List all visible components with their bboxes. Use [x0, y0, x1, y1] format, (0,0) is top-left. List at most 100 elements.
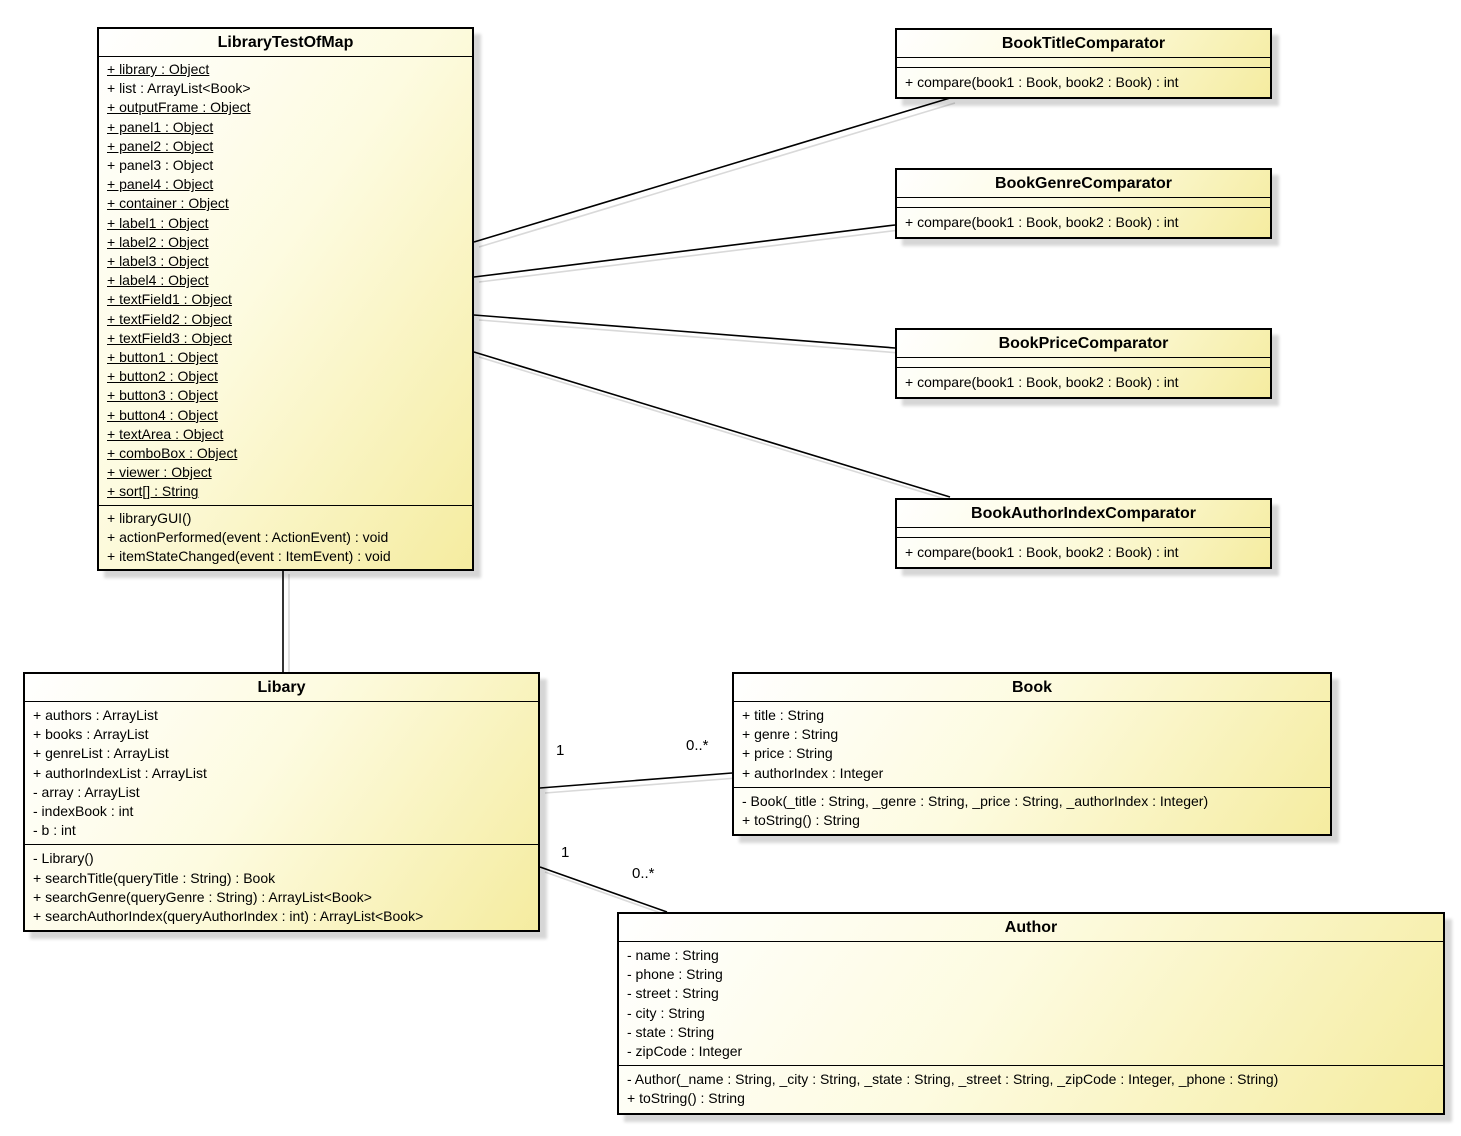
attribute-row: + textArea : Object — [107, 425, 224, 442]
attributes-compartment: + authors : ArrayList + books : ArrayLis… — [25, 702, 538, 846]
methods-compartment: - Library() + searchTitle(queryTitle : S… — [25, 845, 538, 930]
attribute-row: + container : Object — [107, 195, 229, 212]
attribute-row: - street : String — [627, 985, 719, 1002]
class-title: Author — [619, 914, 1443, 942]
method-row: + compare(book1 : Book, book2 : Book) : … — [905, 544, 1179, 560]
association-shadow — [544, 871, 673, 918]
attributes-compartment: + library : Object + list : ArrayList<Bo… — [99, 57, 472, 506]
attribute-row: - phone : String — [627, 966, 723, 983]
association-libary-book[interactable] — [539, 772, 733, 789]
attribute-row: + button2 : Object — [107, 368, 218, 385]
methods-compartment: + compare(book1 : Book, book2 : Book) : … — [897, 68, 1270, 97]
association-librarytestofmap-booktitlecomparator[interactable] — [473, 97, 951, 243]
attribute-row: + viewer : Object — [107, 464, 212, 481]
method-row: - Library() — [33, 850, 94, 867]
attribute-row: + genreList : ArrayList — [33, 745, 169, 762]
class-title: BookPriceComparator — [897, 330, 1270, 358]
multiplicity-label-libary-book-target: 0..* — [686, 737, 709, 754]
association-shadow — [544, 777, 738, 794]
attribute-row: + label4 : Object — [107, 272, 209, 289]
attribute-row: + panel1 : Object — [107, 118, 214, 135]
attribute-row: + price : String — [742, 745, 833, 762]
association-shadow — [478, 102, 956, 248]
method-row: - Book(_title : String, _genre : String,… — [742, 792, 1209, 809]
attribute-row: + panel3 : Object — [107, 157, 214, 174]
association-libary-author[interactable] — [539, 866, 668, 913]
methods-compartment: - Book(_title : String, _genre : String,… — [734, 788, 1330, 834]
class-title: Libary — [25, 674, 538, 702]
attributes-compartment — [897, 528, 1270, 538]
attribute-row: + panel4 : Object — [107, 176, 214, 193]
method-row: + searchTitle(queryTitle : String) : Boo… — [33, 869, 276, 886]
attribute-row: - city : String — [627, 1004, 705, 1021]
attribute-row: - array : ArrayList — [33, 783, 140, 800]
method-row: + compare(book1 : Book, book2 : Book) : … — [905, 74, 1179, 90]
class-title: BookAuthorIndexComparator — [897, 500, 1270, 528]
attributes-compartment — [897, 198, 1270, 208]
class-title: LibraryTestOfMap — [99, 29, 472, 57]
attribute-row: + panel2 : Object — [107, 137, 214, 154]
attribute-row: + books : ArrayList — [33, 726, 149, 743]
methods-compartment: + compare(book1 : Book, book2 : Book) : … — [897, 368, 1270, 397]
association-librarytestofmap-bookpricecomparator[interactable] — [473, 314, 896, 349]
association-librarytestofmap-bookgenrecomparator[interactable] — [473, 224, 896, 278]
class-title: BookGenreComparator — [897, 170, 1270, 198]
attribute-row: + list : ArrayList<Book> — [107, 80, 251, 97]
association-librarytestofmap-bookauthorindexcomparator[interactable] — [473, 351, 951, 498]
method-row: + toString() : String — [627, 1090, 745, 1107]
class-box-bookgenrecomparator[interactable]: BookGenreComparator + compare(book1 : Bo… — [895, 168, 1272, 240]
class-box-libary[interactable]: Libary + authors : ArrayList + books : A… — [23, 672, 540, 933]
attribute-row: + sort[] : String — [107, 483, 199, 500]
attribute-row: - name : String — [627, 947, 719, 963]
class-title: BookTitleComparator — [897, 30, 1270, 58]
association-shadow — [478, 229, 901, 283]
method-row: + compare(book1 : Book, book2 : Book) : … — [905, 374, 1179, 390]
attribute-row: - indexBook : int — [33, 803, 134, 820]
attribute-row: + authorIndexList : ArrayList — [33, 764, 207, 781]
class-box-booktitlecomparator[interactable]: BookTitleComparator + compare(book1 : Bo… — [895, 28, 1272, 100]
association-shadow — [478, 356, 956, 503]
method-row: - Author(_name : String, _city : String,… — [627, 1071, 1279, 1088]
attributes-compartment: - name : String - phone : String - stree… — [619, 942, 1443, 1067]
attributes-compartment: + title : String + genre : String + pric… — [734, 702, 1330, 788]
method-row: + libraryGUI() — [107, 509, 192, 526]
attribute-row: + textField2 : Object — [107, 310, 232, 327]
attribute-row: + library : Object — [107, 61, 210, 77]
attributes-compartment — [897, 358, 1270, 368]
class-box-bookpricecomparator[interactable]: BookPriceComparator + compare(book1 : Bo… — [895, 328, 1272, 400]
method-row: + itemStateChanged(event : ItemEvent) : … — [107, 548, 391, 565]
attribute-row: + label1 : Object — [107, 214, 209, 231]
attribute-row: + textField1 : Object — [107, 291, 232, 308]
multiplicity-label-libary-book-source: 1 — [556, 742, 565, 759]
method-row: + toString() : String — [742, 812, 860, 829]
attribute-row: + genre : String — [742, 726, 839, 743]
method-row: + compare(book1 : Book, book2 : Book) : … — [905, 214, 1179, 230]
association-shadow — [478, 319, 901, 354]
attribute-row: + button4 : Object — [107, 406, 218, 423]
multiplicity-label-libary-author-target: 0..* — [632, 865, 655, 882]
attribute-row: + label2 : Object — [107, 233, 209, 250]
attribute-row: - b : int — [33, 822, 76, 839]
attribute-row: + title : String — [742, 707, 825, 723]
class-title: Book — [734, 674, 1330, 702]
methods-compartment: + compare(book1 : Book, book2 : Book) : … — [897, 538, 1270, 567]
attribute-row: + authors : ArrayList — [33, 707, 158, 723]
class-box-librarytestofmap[interactable]: LibraryTestOfMap + library : Object + li… — [97, 27, 474, 572]
class-box-book[interactable]: Book + title : String + genre : String +… — [732, 672, 1332, 837]
method-row: + searchGenre(queryGenre : String) : Arr… — [33, 888, 372, 905]
attribute-row: + textField3 : Object — [107, 329, 232, 346]
attributes-compartment — [897, 58, 1270, 68]
attribute-row: + outputFrame : Object — [107, 99, 251, 116]
methods-compartment: - Author(_name : String, _city : String,… — [619, 1066, 1443, 1112]
class-box-bookauthorindexcomparator[interactable]: BookAuthorIndexComparator + compare(book… — [895, 498, 1272, 570]
attribute-row: - zipCode : Integer — [627, 1043, 743, 1060]
attribute-row: + label3 : Object — [107, 253, 209, 270]
attribute-row: + button3 : Object — [107, 387, 218, 404]
attribute-row: + comboBox : Object — [107, 445, 238, 462]
attribute-row: - state : String — [627, 1023, 715, 1040]
method-row: + searchAuthorIndex(queryAuthorIndex : i… — [33, 908, 424, 925]
class-box-author[interactable]: Author - name : String - phone : String … — [617, 912, 1445, 1115]
methods-compartment: + compare(book1 : Book, book2 : Book) : … — [897, 208, 1270, 237]
method-row: + actionPerformed(event : ActionEvent) :… — [107, 528, 389, 545]
